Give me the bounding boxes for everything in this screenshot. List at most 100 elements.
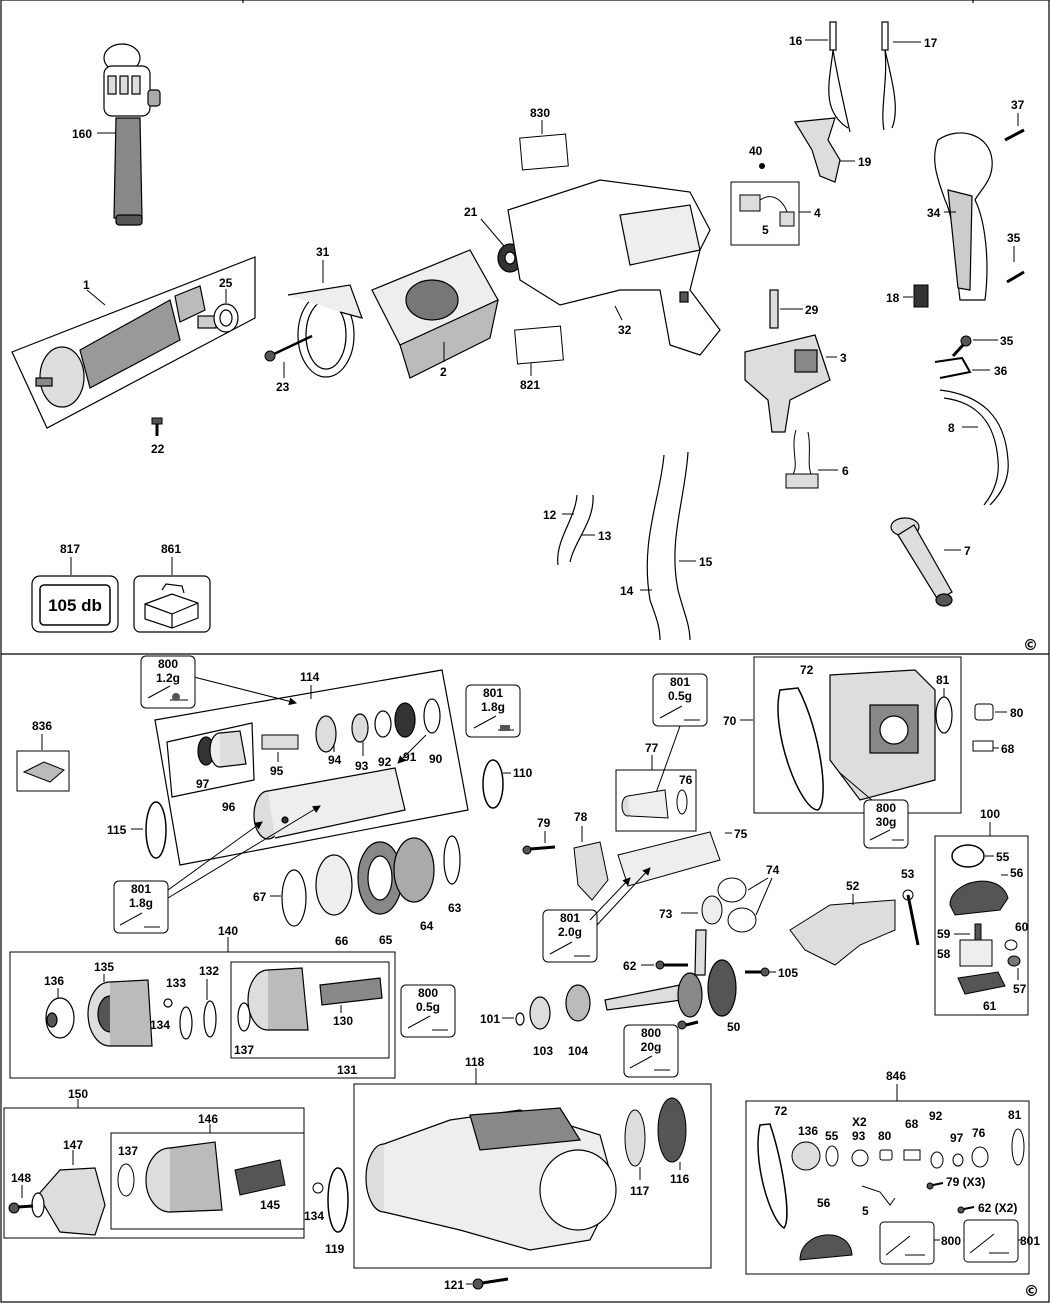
label-146: 146 xyxy=(198,1112,218,1126)
label-121: 121 xyxy=(444,1278,464,1292)
kit-68: 68 xyxy=(905,1117,919,1131)
washers-74 xyxy=(717,877,757,933)
part-77 xyxy=(621,789,688,819)
label-79: 79 xyxy=(537,816,551,830)
label-55: 55 xyxy=(996,850,1010,864)
box-140 xyxy=(9,951,396,1079)
screw-105 xyxy=(745,967,770,977)
part-75 xyxy=(617,831,721,887)
label-plate-830 xyxy=(519,133,569,171)
box-131 xyxy=(230,961,390,1059)
label-7: 7 xyxy=(964,544,971,558)
svg-text:1.8g: 1.8g xyxy=(481,700,505,714)
front-housing-118 xyxy=(365,1107,617,1251)
ball-134 xyxy=(312,1182,324,1194)
label-148: 148 xyxy=(11,1171,31,1185)
kit-62: 62 (X2) xyxy=(978,1201,1017,1215)
label-8: 8 xyxy=(948,421,955,435)
label-137: 137 xyxy=(234,1043,254,1057)
label-150: 150 xyxy=(68,1087,88,1101)
screw-22 xyxy=(151,417,163,436)
part-61 xyxy=(957,971,1006,995)
label-75: 75 xyxy=(734,827,748,841)
parts-130-137 xyxy=(237,967,383,1032)
kit-72: 72 xyxy=(774,1104,788,1118)
label-72: 72 xyxy=(800,663,814,677)
label-5-top: 5 xyxy=(762,223,769,237)
bearing-25 xyxy=(213,303,239,333)
box-114 xyxy=(154,669,469,866)
part-57 xyxy=(1007,955,1021,967)
label-52: 52 xyxy=(846,879,860,893)
label-53: 53 xyxy=(901,867,915,881)
label-56: 56 xyxy=(1010,866,1024,880)
label-63: 63 xyxy=(448,901,462,915)
kit-801: 801 xyxy=(1020,1234,1040,1248)
grease-tag-801-2.0g: 801 2.0g xyxy=(542,909,598,963)
label-35-b: 35 xyxy=(1000,334,1014,348)
label-57: 57 xyxy=(1013,982,1027,996)
gears-63-67 xyxy=(281,835,461,927)
noise-value: 105 db xyxy=(48,596,102,615)
label-147: 147 xyxy=(63,1138,83,1152)
kit-x2: X2 xyxy=(852,1115,867,1129)
label-90: 90 xyxy=(429,752,443,766)
label-836: 836 xyxy=(32,719,52,733)
grease-tag-800-0.5g: 800 0.5g xyxy=(400,984,456,1038)
armature-part xyxy=(11,256,256,429)
label-67: 67 xyxy=(253,890,267,904)
cable-8 xyxy=(939,389,1009,506)
label-50: 50 xyxy=(727,1020,741,1034)
wires-16-17 xyxy=(828,21,896,133)
grease-tag-801-1.8g-b: 801 1.8g xyxy=(113,880,169,934)
wires-12-13 xyxy=(557,494,594,566)
label-110: 110 xyxy=(513,766,533,780)
kit-136: 136 xyxy=(798,1124,818,1138)
switch-3 xyxy=(744,289,831,433)
label-58: 58 xyxy=(937,947,951,961)
label-115: 115 xyxy=(107,823,127,837)
label-14: 14 xyxy=(620,584,634,598)
kit-93: 93 xyxy=(852,1129,866,1143)
sleeve-146 xyxy=(145,1141,223,1213)
screw-121 xyxy=(472,1277,509,1290)
box-100 xyxy=(934,835,1029,1016)
kit-97: 97 xyxy=(950,1131,964,1145)
kit-55: 55 xyxy=(825,1129,839,1143)
label-135: 135 xyxy=(94,960,114,974)
label-31: 31 xyxy=(316,245,330,259)
label-61: 61 xyxy=(983,999,997,1013)
label-116: 116 xyxy=(670,1172,690,1186)
label-96: 96 xyxy=(222,800,236,814)
label-145: 145 xyxy=(260,1198,280,1212)
screw-37 xyxy=(1004,128,1025,142)
parts-101-104 xyxy=(515,984,591,1030)
svg-text:1.8g: 1.8g xyxy=(129,896,153,910)
bearing-116 xyxy=(657,1097,687,1163)
cap-56 xyxy=(949,880,1009,916)
label-77: 77 xyxy=(645,741,659,755)
label-861: 861 xyxy=(161,542,181,556)
kit-gasket xyxy=(757,1123,788,1229)
screw-148 xyxy=(8,1202,34,1214)
label-18: 18 xyxy=(886,291,900,305)
label-64: 64 xyxy=(420,919,434,933)
part-60 xyxy=(1004,939,1018,951)
kit-80: 80 xyxy=(878,1129,892,1143)
part-73 xyxy=(701,895,723,925)
kit-5: 5 xyxy=(862,1204,869,1218)
grease-tag-800-1.2g: 800 1.2g xyxy=(140,655,196,709)
label-80: 80 xyxy=(1010,706,1024,720)
label-66: 66 xyxy=(335,934,349,948)
label-105: 105 xyxy=(778,966,798,980)
label-114: 114 xyxy=(300,670,320,684)
label-62: 62 xyxy=(623,959,637,973)
label-16: 16 xyxy=(789,34,803,48)
label-34: 34 xyxy=(927,206,941,220)
label-36: 36 xyxy=(994,364,1008,378)
brush-holder-box-4 xyxy=(730,181,800,246)
label-140: 140 xyxy=(218,924,238,938)
baffle-31 xyxy=(287,284,363,378)
